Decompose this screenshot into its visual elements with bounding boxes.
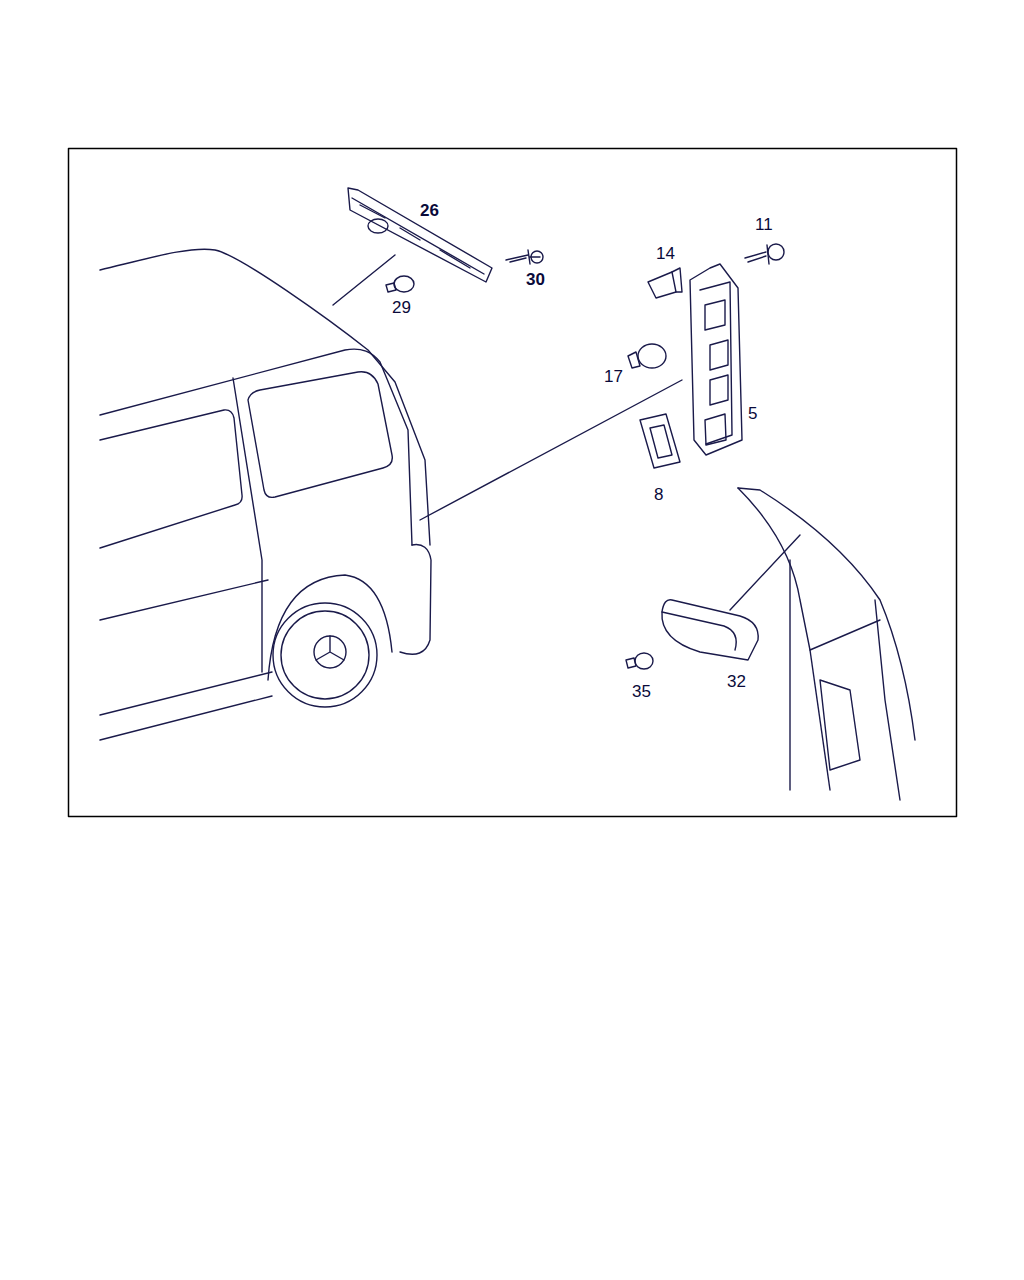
clip bbox=[648, 268, 682, 298]
bulb bbox=[626, 653, 653, 669]
third-brake-light bbox=[348, 188, 492, 282]
van-body bbox=[100, 249, 431, 740]
callout-number: 26 bbox=[420, 202, 439, 219]
frame bbox=[69, 149, 957, 817]
bulb bbox=[386, 276, 414, 292]
tailgate bbox=[738, 488, 915, 800]
callout-number: 14 bbox=[656, 245, 675, 262]
callout-number: 35 bbox=[632, 683, 651, 700]
callout-number: 29 bbox=[392, 299, 411, 316]
callout-number: 11 bbox=[755, 216, 773, 233]
callout-number: 30 bbox=[526, 271, 545, 288]
screw bbox=[745, 244, 784, 264]
bulb bbox=[628, 344, 666, 368]
callout-number: 5 bbox=[748, 405, 757, 422]
screw bbox=[506, 250, 543, 264]
callout-number: 32 bbox=[727, 673, 746, 690]
callout-number: 8 bbox=[654, 486, 663, 503]
number-plate-light bbox=[662, 600, 758, 660]
tail-light bbox=[690, 264, 742, 455]
leader-lines bbox=[333, 255, 800, 610]
callout-number: 17 bbox=[604, 368, 623, 385]
lamp-seal bbox=[640, 414, 680, 468]
